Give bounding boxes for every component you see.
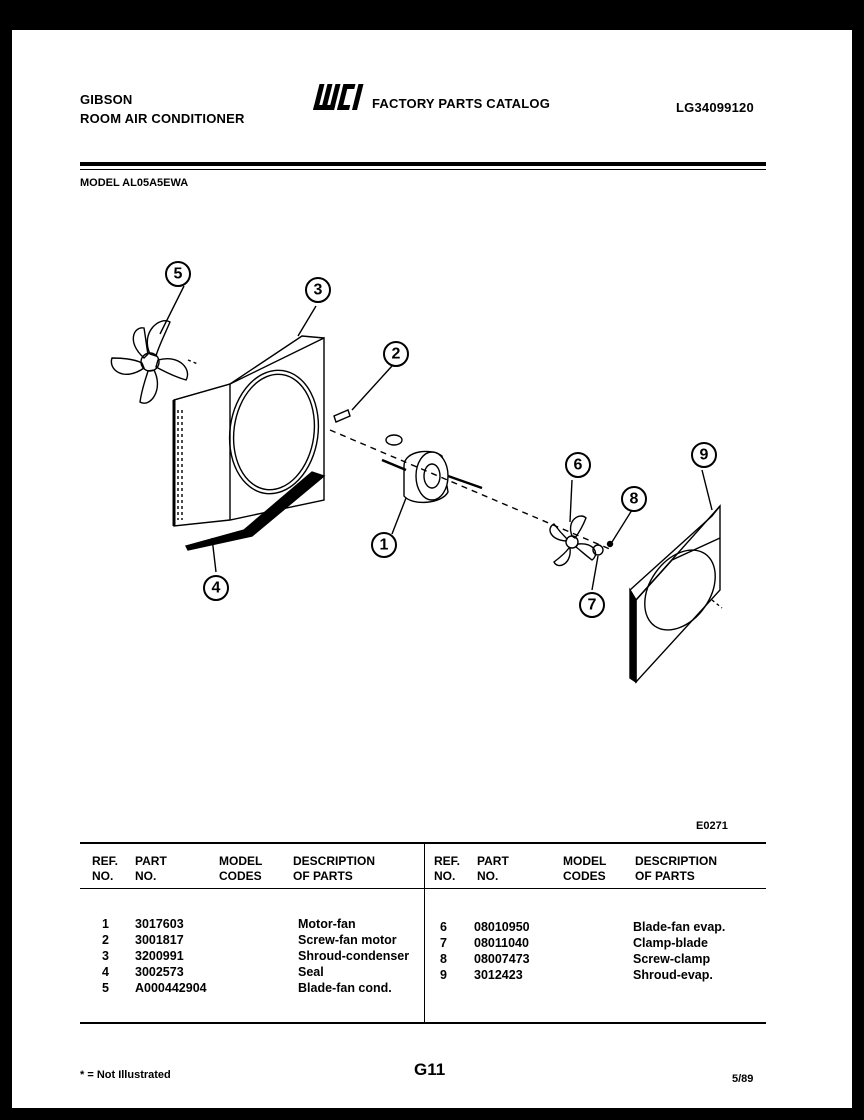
table-row: 2 (102, 933, 109, 947)
page-number: G11 (414, 1060, 446, 1079)
catalog-code: LG34099120 (676, 100, 754, 115)
callout-6 (565, 452, 591, 478)
callout-7 (579, 592, 605, 618)
table-row: 9 (440, 968, 447, 982)
callout-3-label: 3 (314, 282, 323, 299)
wci-logo (310, 82, 372, 114)
motor-fan-part (381, 434, 483, 503)
table-row: 7 (440, 936, 447, 950)
figure-code: E0271 (696, 820, 728, 832)
table-row: 6 (440, 920, 447, 934)
product-name: ROOM AIR CONDITIONER (80, 111, 245, 126)
clamp-blade-part (592, 544, 604, 556)
right-ref-column: 6 7 8 9 (440, 919, 447, 983)
blade-fan-evap-part (549, 515, 597, 567)
shroud-condenser-part (172, 335, 325, 527)
blade-fan-cond-part (110, 320, 189, 404)
table-row: 5 (102, 981, 109, 995)
exploded-parts-diagram: 5 3 2 1 4 6 7 8 9 (110, 261, 723, 684)
header-underline (80, 888, 766, 889)
callout-2-label: 2 (392, 346, 401, 363)
callout-5-label: 5 (174, 266, 183, 283)
callout-5 (165, 261, 191, 287)
screw-clamp-part (606, 540, 614, 548)
brand-name: GIBSON (80, 92, 133, 107)
table-row: 1 (102, 917, 109, 931)
callout-1-label: 1 (380, 537, 389, 554)
callout-1 (371, 532, 397, 558)
callout-6-label: 6 (574, 457, 583, 474)
callout-8-label: 8 (630, 491, 639, 508)
left-desc-column: Motor-fan Screw-fan motor Shroud-condens… (298, 917, 410, 995)
right-part-column: 08010950 08011040 08007473 3012423 (474, 920, 530, 982)
left-ref-column: 1 2 3 4 5 (102, 916, 109, 996)
table-row: 3 (102, 949, 109, 963)
footnote: * = Not Illustrated (80, 1069, 171, 1081)
seal-part (184, 471, 326, 551)
right-desc-column: Blade-fan evap. Clamp-blade Screw-clamp … (633, 920, 726, 982)
print-date: 5/89 (732, 1073, 754, 1085)
header-ref-no-right: REF.NO. (434, 854, 461, 883)
callout-4 (203, 575, 229, 601)
callout-2 (383, 341, 409, 367)
screw-fan-motor-part (333, 409, 351, 423)
table-row: 4 (102, 965, 109, 979)
callout-9-label: 9 (700, 447, 709, 464)
header-ref-no: REF.NO. (92, 854, 119, 883)
model-line: MODEL AL05A5EWA (80, 177, 189, 189)
callout-9 (691, 442, 717, 468)
left-part-column: 3017603 3001817 3200991 3002573 A0004429… (135, 917, 207, 995)
callout-8 (621, 486, 647, 512)
callout-3 (305, 277, 331, 303)
callout-4-label: 4 (212, 580, 221, 597)
header-rule-thick (80, 162, 766, 166)
table-top-rule (80, 842, 766, 844)
table-row: 8 (440, 952, 447, 966)
header-rule-thin (80, 169, 766, 170)
table-divider (424, 844, 425, 1022)
catalog-page: GIBSON ROOM AIR CONDITIONER FACTORY PART… (12, 30, 852, 1108)
callout-7-label: 7 (588, 597, 597, 614)
shroud-evap-part (629, 504, 723, 684)
table-bottom-rule (80, 1022, 766, 1024)
catalog-title: FACTORY PARTS CATALOG (372, 96, 551, 111)
